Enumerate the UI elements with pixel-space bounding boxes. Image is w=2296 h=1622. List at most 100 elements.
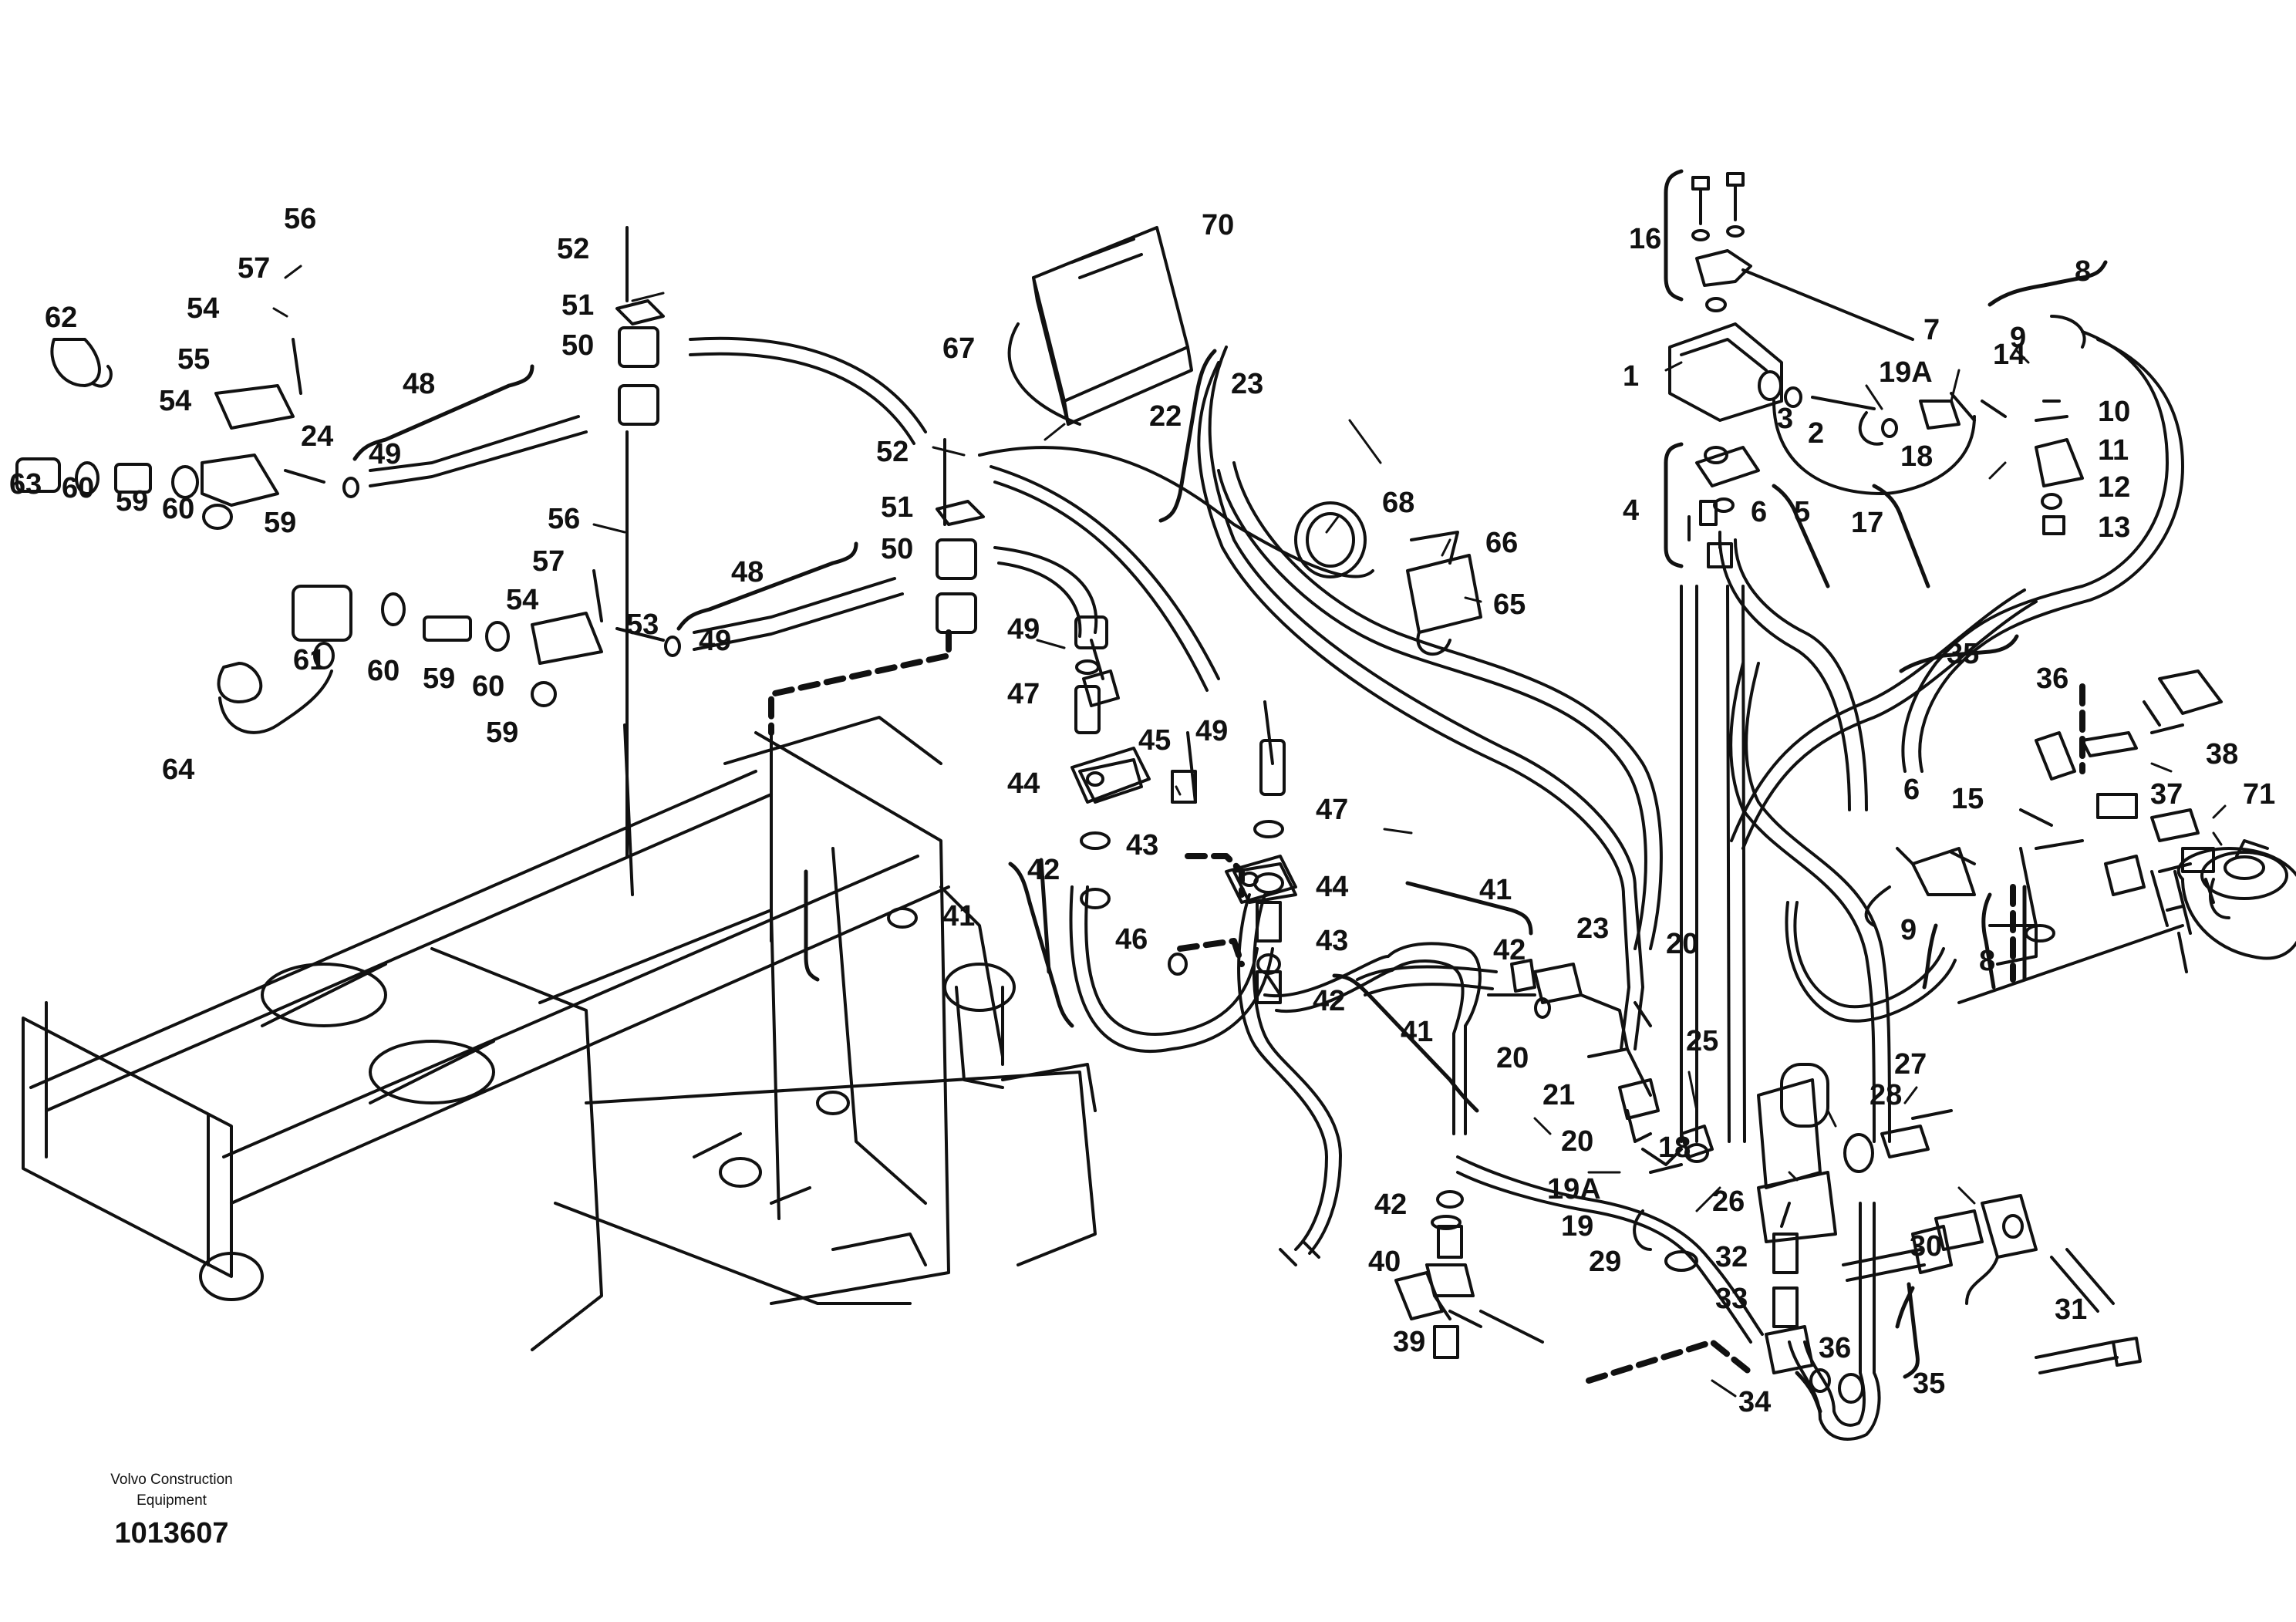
label-33: 33	[1715, 1283, 1748, 1315]
label-30: 30	[1910, 1230, 1942, 1263]
pressure-reservoir	[1957, 839, 2296, 1004]
label-57: 57	[238, 252, 270, 285]
label-54: 54	[506, 584, 538, 616]
label-51: 51	[881, 491, 913, 524]
label-45: 45	[1138, 724, 1171, 757]
label-19A: 19A	[1547, 1173, 1601, 1206]
label-47: 47	[1007, 678, 1040, 710]
label-62: 62	[45, 302, 77, 334]
hose-clamp-band	[1294, 501, 1367, 578]
label-18: 18	[1658, 1131, 1691, 1164]
label-11: 11	[2098, 434, 2129, 467]
label-36: 36	[2036, 663, 2068, 695]
label-17: 17	[1851, 507, 1883, 539]
label-67: 67	[942, 332, 975, 365]
label-63: 63	[9, 468, 42, 501]
label-41: 41	[942, 900, 975, 932]
brackets	[352, 169, 2108, 1414]
coupler-group-bottom	[217, 569, 904, 734]
label-49: 49	[1195, 715, 1228, 747]
label-16: 16	[1629, 223, 1661, 255]
label-55: 55	[177, 343, 210, 376]
label-9: 9	[1900, 914, 1917, 946]
label-70: 70	[1202, 209, 1234, 241]
label-14: 14	[1993, 339, 2025, 371]
label-44: 44	[1007, 767, 1040, 800]
right-fittings	[1864, 669, 2230, 973]
label-21: 21	[1542, 1079, 1575, 1111]
callout-leaders	[272, 265, 2227, 1398]
label-49: 49	[1007, 613, 1040, 646]
mounting-plates	[1070, 747, 1297, 904]
label-56: 56	[284, 203, 316, 235]
clamp-top	[615, 226, 665, 858]
label-4: 4	[1623, 494, 1639, 527]
label-61: 61	[293, 644, 325, 676]
label-60: 60	[367, 655, 400, 687]
label-64: 64	[162, 754, 194, 786]
label-53: 53	[626, 609, 659, 641]
label-31: 31	[2055, 1293, 2087, 1326]
label-23: 23	[1576, 912, 1609, 945]
label-56: 56	[548, 503, 580, 535]
label-59: 59	[264, 507, 296, 539]
label-36: 36	[1819, 1332, 1851, 1364]
label-71: 71	[2243, 778, 2275, 811]
label-52: 52	[876, 436, 909, 468]
label-59: 59	[116, 485, 148, 518]
sensor-connector	[1843, 1109, 2115, 1313]
label-39: 39	[1393, 1326, 1425, 1358]
label-20: 20	[1666, 928, 1698, 960]
pump-group	[1668, 172, 2086, 568]
label-1: 1	[1623, 360, 1639, 393]
label-47: 47	[1316, 794, 1348, 826]
label-20: 20	[1496, 1042, 1529, 1074]
label-60: 60	[62, 472, 94, 504]
label-59: 59	[423, 663, 455, 695]
label-54: 54	[159, 385, 191, 417]
label-42: 42	[1027, 854, 1060, 886]
dashed-leaders	[768, 629, 2085, 1384]
label-28: 28	[1870, 1079, 1902, 1111]
label-59: 59	[486, 717, 518, 749]
label-49: 49	[699, 625, 731, 657]
label-24: 24	[301, 420, 333, 453]
label-54: 54	[187, 292, 219, 325]
label-49: 49	[369, 438, 401, 470]
label-27: 27	[1894, 1048, 1927, 1081]
label-52: 52	[557, 233, 589, 265]
bolt-27	[1842, 1225, 1953, 1282]
label-19: 19	[1561, 1210, 1593, 1243]
label-46: 46	[1115, 923, 1148, 956]
label-42: 42	[1374, 1189, 1407, 1221]
label-41: 41	[1401, 1016, 1433, 1048]
label-22: 22	[1149, 400, 1182, 433]
label-8: 8	[1979, 945, 1995, 977]
label-29: 29	[1589, 1246, 1621, 1278]
callout-labels: 56 57 62 54 55 54 24 49 48 63 60 59 60 5…	[9, 203, 2275, 1418]
label-51: 51	[561, 289, 594, 322]
label-48: 48	[731, 556, 764, 588]
label-10: 10	[2098, 396, 2130, 428]
coupler-group-top	[15, 338, 588, 530]
label-41: 41	[1479, 874, 1512, 906]
label-18: 18	[1900, 440, 1933, 473]
label-5: 5	[1794, 496, 1810, 528]
label-65: 65	[1493, 588, 1526, 621]
label-43: 43	[1126, 829, 1158, 862]
label-2: 2	[1808, 417, 1824, 450]
label-9: 9	[2010, 322, 2026, 354]
label-68: 68	[1382, 487, 1414, 519]
label-60: 60	[472, 670, 504, 703]
label-13: 13	[2098, 511, 2130, 544]
label-66: 66	[1485, 527, 1518, 559]
label-35: 35	[1913, 1367, 1945, 1400]
label-6: 6	[1751, 496, 1767, 528]
label-60: 60	[162, 493, 194, 525]
label-40: 40	[1368, 1246, 1401, 1278]
control-unit	[1007, 226, 1193, 426]
label-23: 23	[1231, 368, 1263, 400]
label-34: 34	[1738, 1386, 1771, 1418]
